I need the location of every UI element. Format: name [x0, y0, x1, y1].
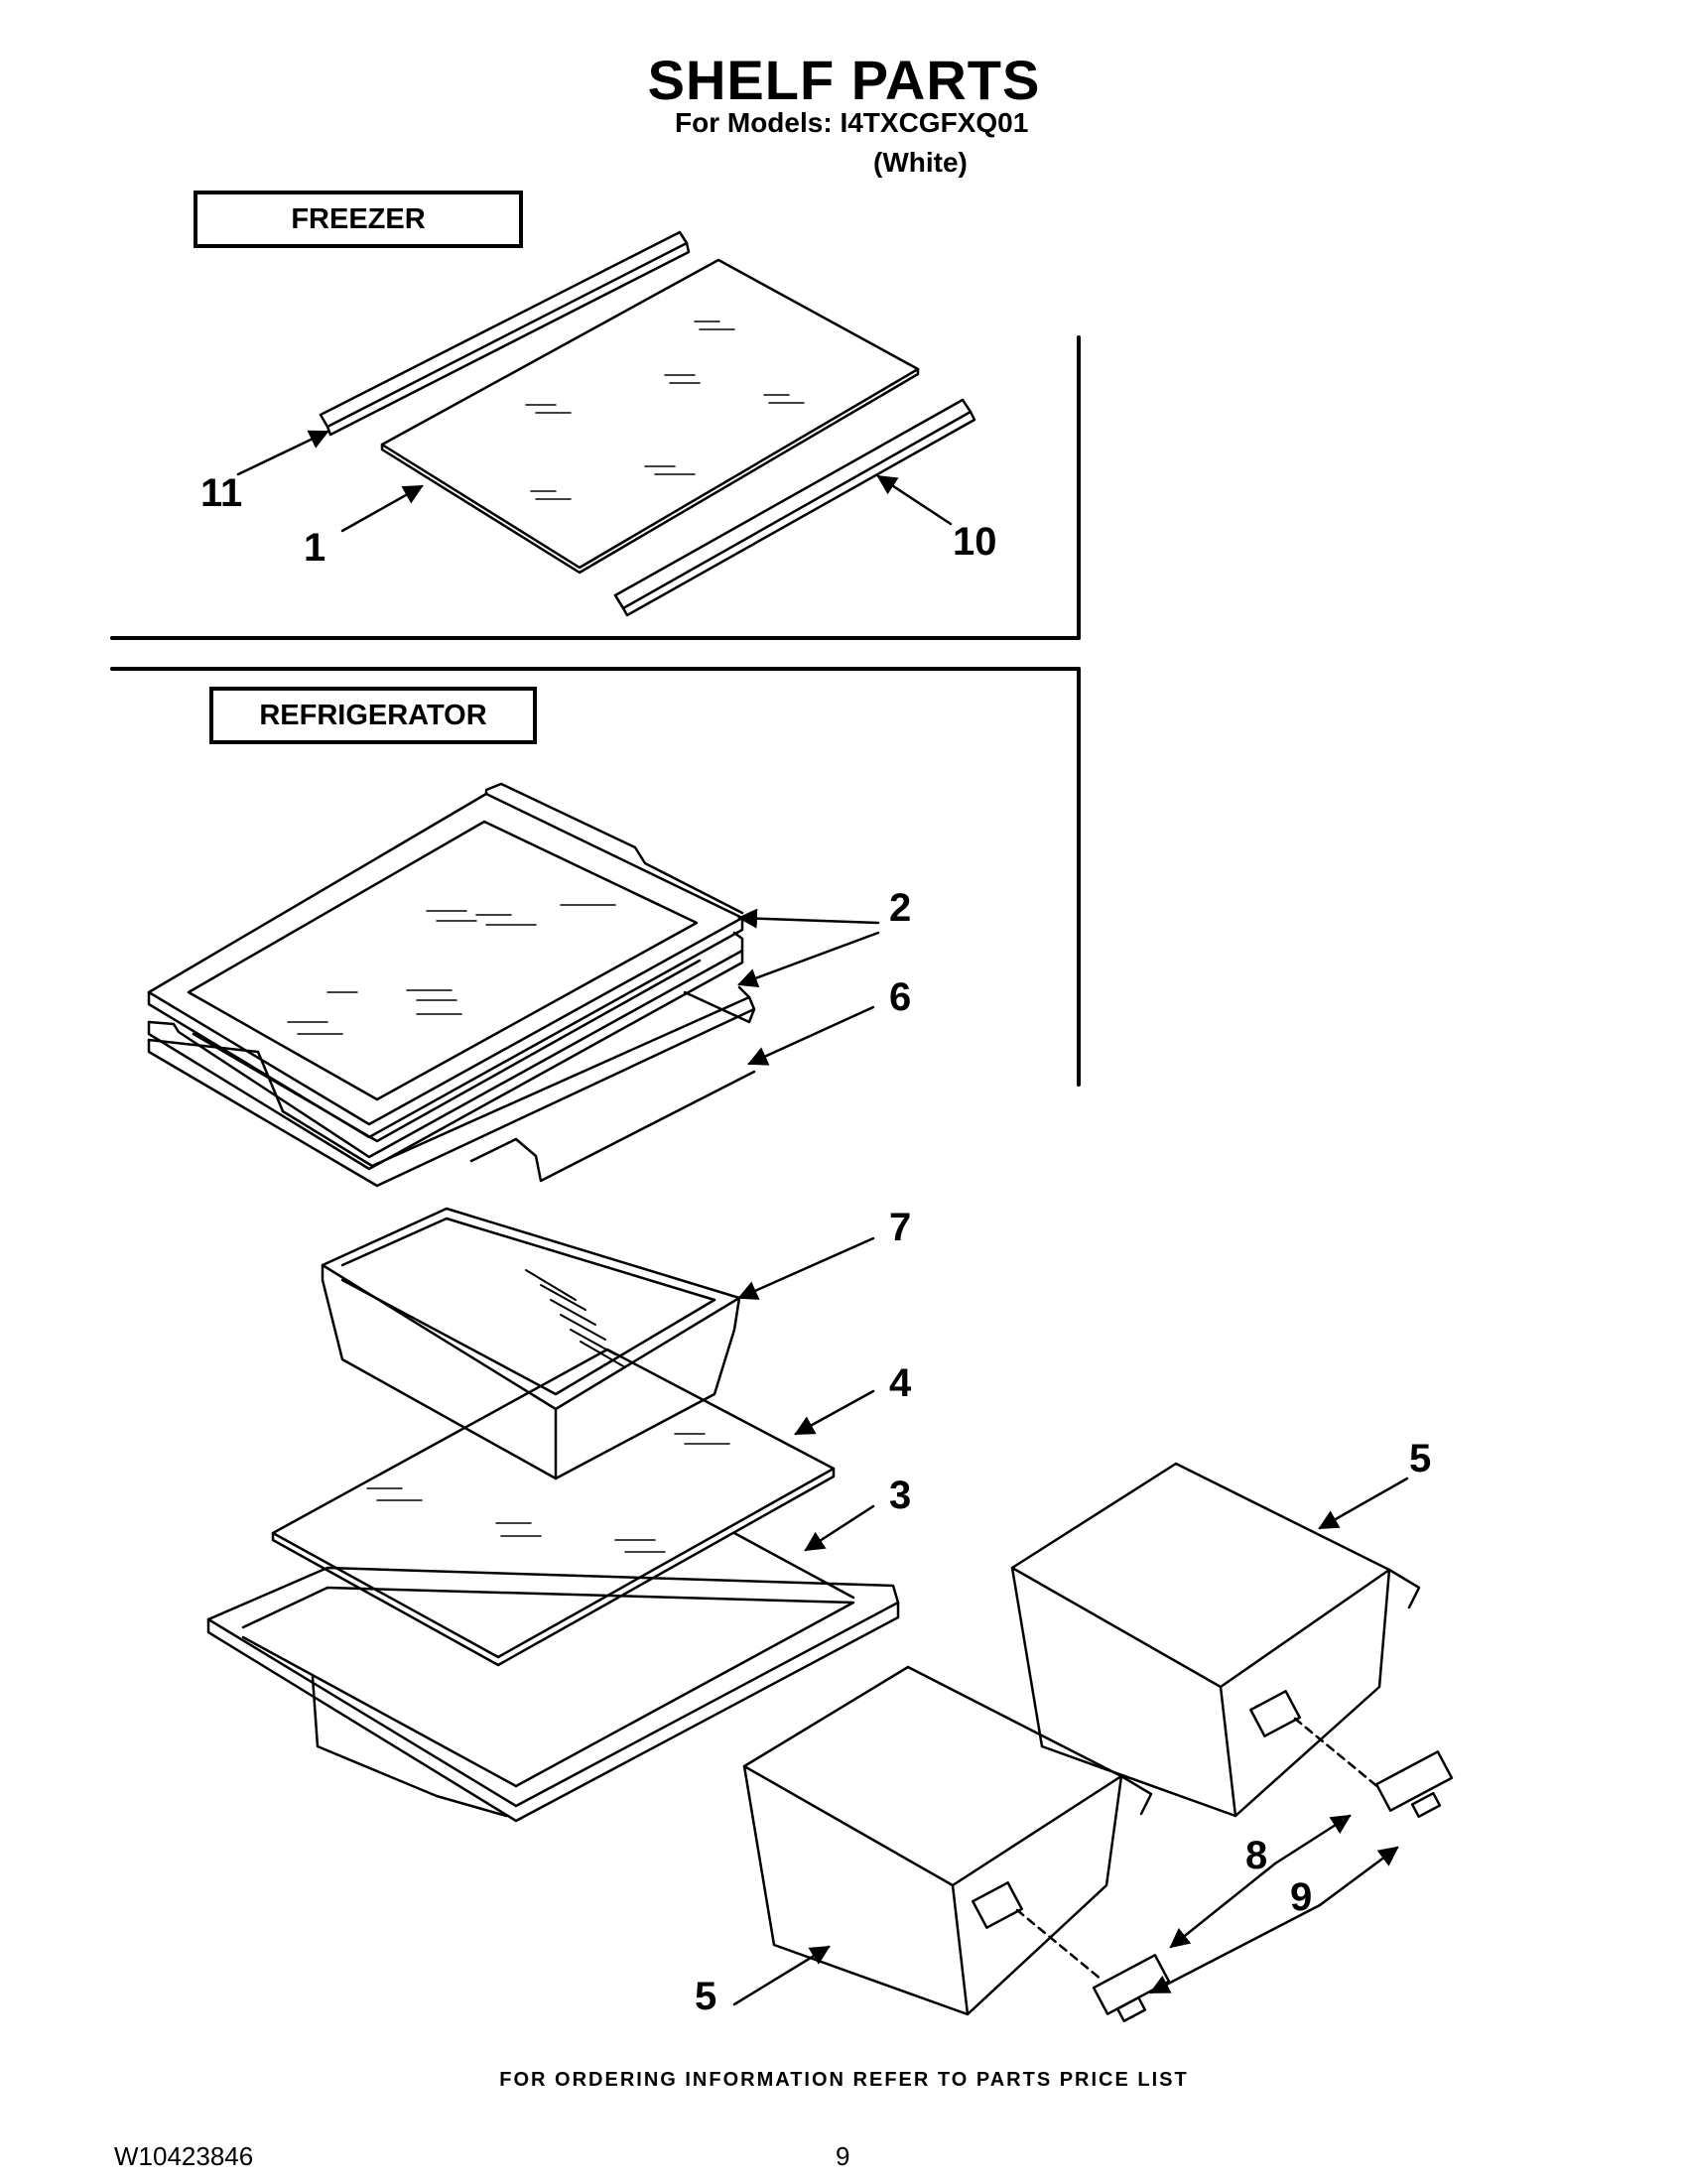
callout-10: 10 — [953, 520, 997, 564]
callout-4: 4 — [889, 1361, 912, 1405]
callout-5-right: 5 — [1409, 1437, 1432, 1480]
freezer-rear-trim — [319, 230, 691, 437]
fridge-shelf-second — [147, 931, 744, 1171]
fridge-crisper-bin-left — [742, 1665, 1153, 2016]
callout-11: 11 — [200, 471, 243, 515]
fridge-shelf-upper — [147, 782, 744, 1139]
models-line: For Models: I4TXCGFXQ01 — [675, 107, 1029, 138]
page-title: SHELF PARTS — [647, 49, 1041, 111]
freezer-section-border — [110, 335, 1081, 640]
fridge-crisper-bin-right — [1010, 1462, 1421, 1818]
page-number: 9 — [836, 2141, 850, 2171]
callout-2: 2 — [889, 886, 912, 930]
fridge-meat-pan — [321, 1207, 741, 1480]
callout-6: 6 — [889, 975, 912, 1019]
refrigerator-section-label: REFRIGERATOR — [209, 687, 537, 744]
callout-8: 8 — [1245, 1834, 1268, 1877]
callout-9: 9 — [1290, 1875, 1313, 1919]
freezer-front-trim — [613, 398, 976, 617]
freezer-section-label: FREEZER — [194, 191, 523, 248]
fridge-crisper-frame — [206, 1531, 900, 1823]
refrigerator-section-border — [110, 667, 1081, 1087]
divider-clip-parts — [1015, 1717, 1454, 2023]
fridge-crisper-cover-frame — [147, 985, 756, 1188]
ordering-note: FOR ORDERING INFORMATION REFER TO PARTS … — [499, 2069, 1189, 2091]
callout-7: 7 — [889, 1206, 912, 1249]
callout-5-left: 5 — [695, 1975, 717, 2018]
fridge-crisper-glass — [271, 1348, 836, 1667]
callout-1: 1 — [304, 526, 326, 570]
document-id: W10423846 — [114, 2141, 254, 2171]
callout-leaders — [236, 430, 1409, 2006]
color-line: (White) — [873, 147, 968, 178]
callout-3: 3 — [889, 1474, 912, 1517]
freezer-glass-shelf — [380, 258, 920, 575]
